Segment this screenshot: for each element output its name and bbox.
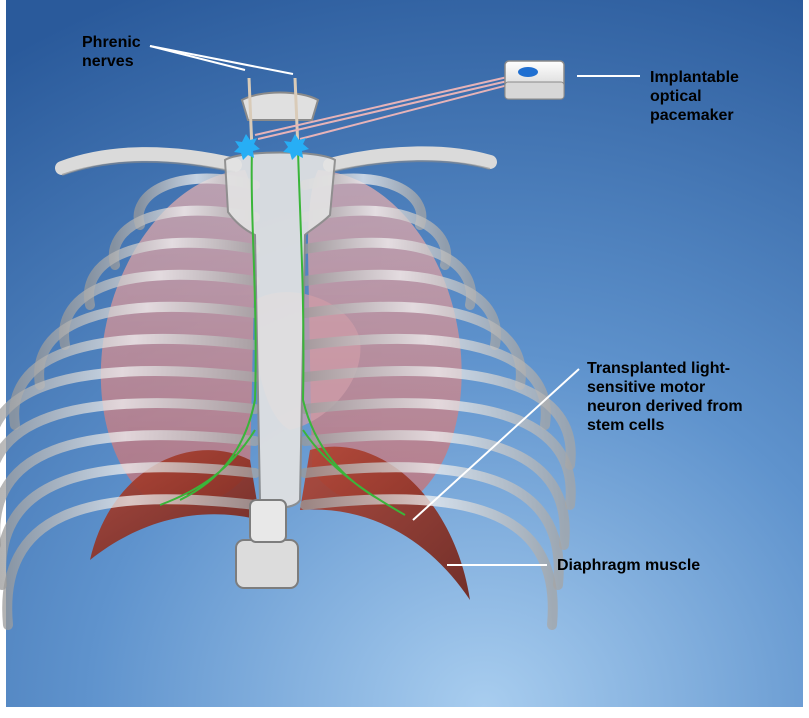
label-line: Diaphragm muscle [557,556,700,575]
label-line: pacemaker [650,106,739,125]
label-line: optical [650,87,739,106]
label-line: Phrenic [82,33,141,52]
label-line: Implantable [650,68,739,87]
label-implantable-pacemaker: Implantable optical pacemaker [650,68,739,125]
label-line: nerves [82,52,141,71]
label-transplanted-neuron: Transplanted light- sensitive motor neur… [587,359,743,435]
first-vertebra [242,93,318,121]
pacemaker-device [505,61,564,99]
label-line: stem cells [587,416,743,435]
label-line: neuron derived from [587,397,743,416]
label-line: sensitive motor [587,378,743,397]
label-line: Transplanted light- [587,359,743,378]
label-diaphragm-muscle: Diaphragm muscle [557,556,700,575]
label-phrenic-nerves: Phrenic nerves [82,33,141,71]
